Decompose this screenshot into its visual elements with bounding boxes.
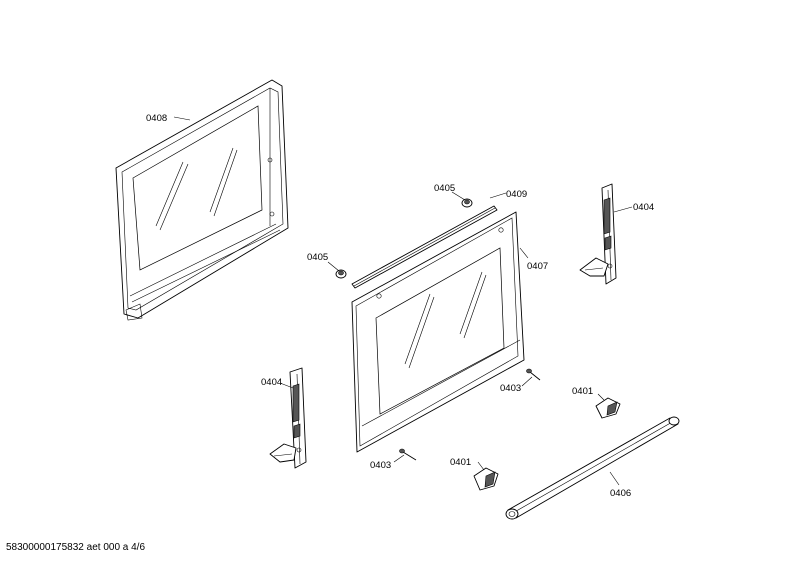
part-0401-clip-right bbox=[595, 397, 621, 419]
leader-0403-bottom bbox=[393, 454, 405, 463]
leader-0409 bbox=[489, 192, 507, 199]
part-0405-knob-upper bbox=[461, 198, 473, 208]
label-0401-right: 0401 bbox=[572, 386, 593, 397]
part-0408-inner-door bbox=[115, 79, 289, 321]
leader-0401-bottom bbox=[477, 461, 485, 471]
part-0404-hinge-right bbox=[579, 183, 617, 285]
part-0403-screw-bottom bbox=[399, 448, 417, 461]
part-0403-screw-right bbox=[526, 368, 541, 381]
leader-0405-left bbox=[327, 261, 340, 272]
document-reference: 58300000175832 aet 000 a 4/6 bbox=[6, 542, 146, 553]
leader-0404-right bbox=[613, 206, 633, 213]
leader-0407 bbox=[519, 247, 529, 259]
leader-0401-right bbox=[597, 393, 605, 401]
part-0404-hinge-left bbox=[269, 367, 307, 469]
leader-0404-left bbox=[279, 382, 294, 389]
label-0403-right: 0403 bbox=[500, 383, 521, 394]
part-0409-seal-strip bbox=[351, 205, 498, 289]
label-0406: 0406 bbox=[610, 488, 631, 499]
leader-0403-right bbox=[521, 376, 533, 387]
part-0401-clip-bottom bbox=[473, 467, 499, 491]
label-0405-left: 0405 bbox=[307, 252, 328, 263]
leader-0408 bbox=[173, 116, 191, 121]
part-0407-outer-door bbox=[351, 211, 525, 453]
part-0406-handle-bar bbox=[505, 416, 680, 520]
leader-0406 bbox=[609, 471, 620, 486]
leader-0405-upper bbox=[451, 191, 466, 201]
label-0407: 0407 bbox=[527, 261, 548, 272]
part-0405-knob-left bbox=[335, 269, 347, 279]
label-0403-bottom: 0403 bbox=[370, 460, 391, 471]
label-0405-upper: 0405 bbox=[434, 183, 455, 194]
label-0404-right: 0404 bbox=[633, 202, 654, 213]
label-0404-left: 0404 bbox=[261, 377, 282, 388]
label-0401-bottom: 0401 bbox=[450, 457, 471, 468]
label-0408: 0408 bbox=[146, 113, 167, 124]
label-0409: 0409 bbox=[506, 189, 527, 200]
